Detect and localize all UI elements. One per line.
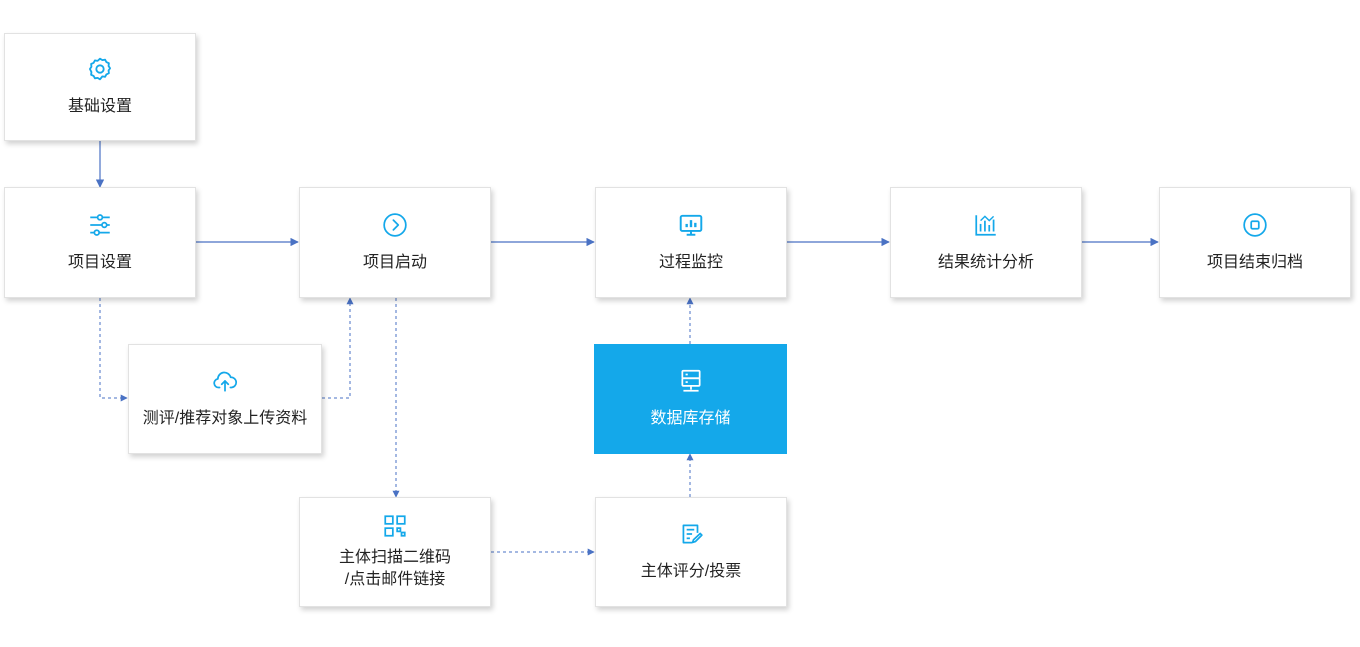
node-label-line2: /点击邮件链接 <box>344 571 446 588</box>
node-label: 基础设置 <box>67 98 132 115</box>
node-basic-settings[interactable]: 基础设置 <box>4 33 196 141</box>
node-database-storage[interactable]: 数据库存储 <box>594 344 787 454</box>
node-label-line1: 主体扫描二维码 <box>338 549 451 566</box>
node-project-archive[interactable]: 项目结束归档 <box>1159 187 1351 298</box>
play-circle-icon <box>382 212 408 238</box>
node-scan-qr[interactable]: 主体扫描二维码 /点击邮件链接 <box>299 497 491 607</box>
bar-chart-icon <box>973 212 999 238</box>
node-label: 数据库存储 <box>650 410 731 427</box>
node-upload-materials[interactable]: 测评/推荐对象上传资料 <box>128 344 322 454</box>
gear-icon <box>87 56 113 82</box>
stop-circle-icon <box>1242 212 1268 238</box>
node-label: 项目设置 <box>67 253 132 271</box>
node-label: 项目结束归档 <box>1206 253 1303 271</box>
node-label: 过程监控 <box>658 253 723 271</box>
server-icon <box>678 368 704 394</box>
qr-code-icon <box>382 513 408 539</box>
sliders-icon <box>87 212 113 238</box>
node-process-monitor[interactable]: 过程监控 <box>595 187 787 298</box>
edge-upload-to-start <box>322 297 354 399</box>
node-label: 测评/推荐对象上传资料 <box>142 410 308 427</box>
node-project-start[interactable]: 项目启动 <box>299 187 491 298</box>
node-result-analysis[interactable]: 结果统计分析 <box>890 187 1082 298</box>
node-project-settings[interactable]: 项目设置 <box>4 187 196 298</box>
node-label: 主体评分/投票 <box>640 563 742 580</box>
cloud-upload-icon <box>212 368 238 394</box>
node-score-vote[interactable]: 主体评分/投票 <box>595 497 787 607</box>
node-label: 结果统计分析 <box>937 253 1034 271</box>
monitor-chart-icon <box>678 212 704 238</box>
edge-settings-to-upload <box>99 298 128 402</box>
edit-document-icon <box>678 521 704 547</box>
node-label: 项目启动 <box>362 253 427 271</box>
